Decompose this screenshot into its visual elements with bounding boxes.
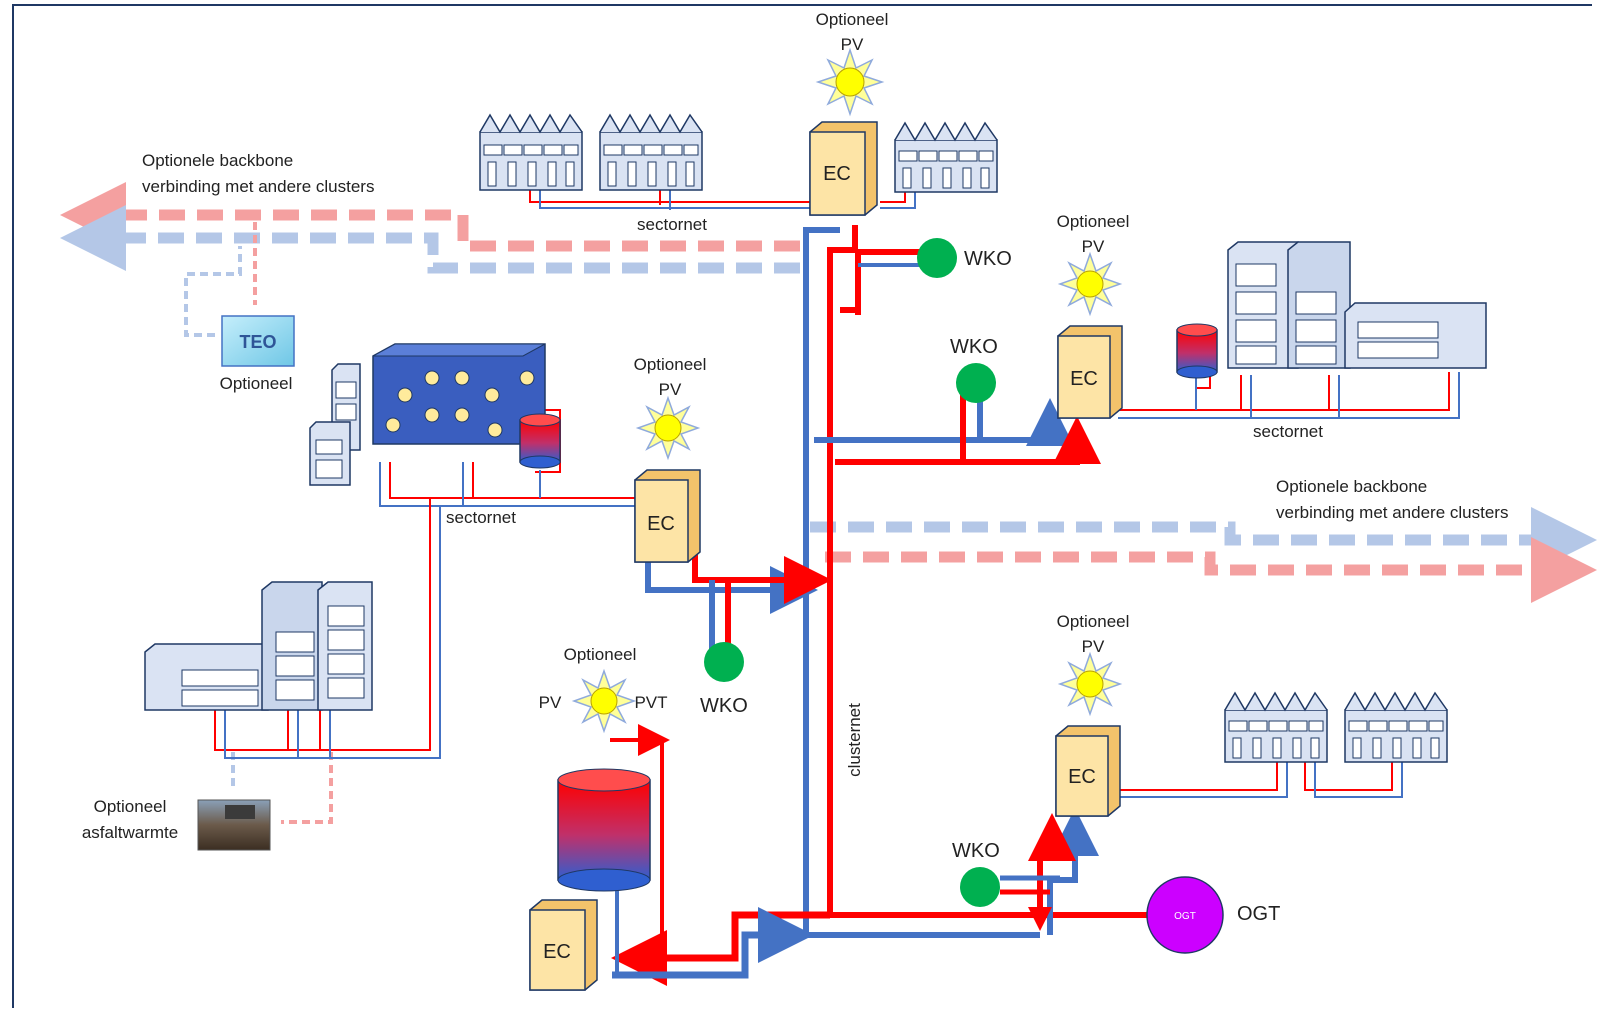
ec-label: EC (1070, 368, 1098, 390)
ec-box-bottom-left: EC (529, 899, 598, 991)
ec-box-top: EC (809, 121, 878, 216)
ec-box-bottom-right: EC (1055, 725, 1121, 817)
sectornet-label-left: sectornet (446, 508, 516, 527)
pv-label: PV (1082, 237, 1105, 256)
clusternet-pipes (610, 225, 1160, 986)
pvt-label: PVT (634, 693, 667, 712)
diagram-frame (12, 4, 1592, 1008)
optional-label: Optioneel (1057, 212, 1130, 231)
industrial-hall (309, 343, 546, 486)
pv-label: PV (659, 380, 682, 399)
teo-label: TEO (239, 332, 276, 352)
ec-label: EC (1068, 766, 1096, 788)
sun-icon-right: Optioneel PV (1057, 212, 1130, 317)
teo-unit: TEO Optioneel (220, 315, 295, 393)
ec-label: EC (543, 941, 571, 963)
teo-optional-label: Optioneel (220, 374, 293, 393)
wko-right: WKO (950, 336, 998, 403)
wko-top: WKO (917, 238, 1012, 278)
pv-label: PV (841, 35, 864, 54)
ogt-unit: OGT OGT (1146, 876, 1280, 954)
backbone-label-top-line2: verbinding met andere clusters (142, 177, 374, 196)
optional-label: Optioneel (634, 355, 707, 374)
sun-icon-bottom-right: Optioneel PV (1057, 612, 1130, 717)
sectornet-label-top: sectornet (637, 215, 707, 234)
optional-label: Optioneel (564, 645, 637, 664)
row-houses-bottom-right-2 (1344, 691, 1448, 763)
row-houses-top-left (479, 113, 583, 191)
backbone-connections (60, 182, 1597, 824)
apartment-buildings-right (1227, 241, 1487, 369)
buffer-tank-small-right (1176, 323, 1218, 379)
buffer-tank-small-left (519, 413, 561, 469)
apartment-buildings-left (144, 581, 373, 711)
backbone-label-top-line1: Optionele backbone (142, 151, 293, 170)
ogt-label: OGT (1237, 903, 1280, 925)
row-houses-top-right (894, 121, 998, 193)
asphalt-label-line1: Optioneel (94, 797, 167, 816)
wko-bottom: WKO (952, 840, 1000, 907)
optional-label: Optioneel (1057, 612, 1130, 631)
wko-label: WKO (952, 840, 1000, 862)
buffer-tank-large (557, 768, 651, 892)
pv-label: PV (1082, 637, 1105, 656)
asphalt-heat-image: Optioneel asfaltwarmte (82, 797, 271, 851)
backbone-label-right-line2: verbinding met andere clusters (1276, 503, 1508, 522)
pv-label: PV (539, 693, 562, 712)
wko-left: WKO (700, 642, 748, 717)
sun-icon-left: Optioneel PV (634, 355, 707, 461)
row-houses-bottom-right-1 (1224, 691, 1328, 763)
wko-label: WKO (964, 248, 1012, 270)
row-houses-top-center (599, 113, 703, 191)
sectornet-label-right: sectornet (1253, 422, 1323, 441)
ec-label: EC (647, 513, 675, 535)
ec-box-left: EC (634, 469, 701, 563)
asphalt-label-line2: asfaltwarmte (82, 823, 178, 842)
wko-label: WKO (950, 336, 998, 358)
ogt-inner-label: OGT (1174, 911, 1196, 922)
sun-icon-bottom-left: Optioneel PV PVT (539, 645, 668, 734)
clusternet-label: clusternet (845, 703, 864, 777)
optional-label: Optioneel (816, 10, 889, 29)
wko-label: WKO (700, 695, 748, 717)
backbone-label-right-line1: Optionele backbone (1276, 477, 1427, 496)
ec-label: EC (823, 163, 851, 185)
sun-icon-top: Optioneel PV (816, 10, 889, 117)
ec-box-right: EC (1057, 325, 1123, 419)
